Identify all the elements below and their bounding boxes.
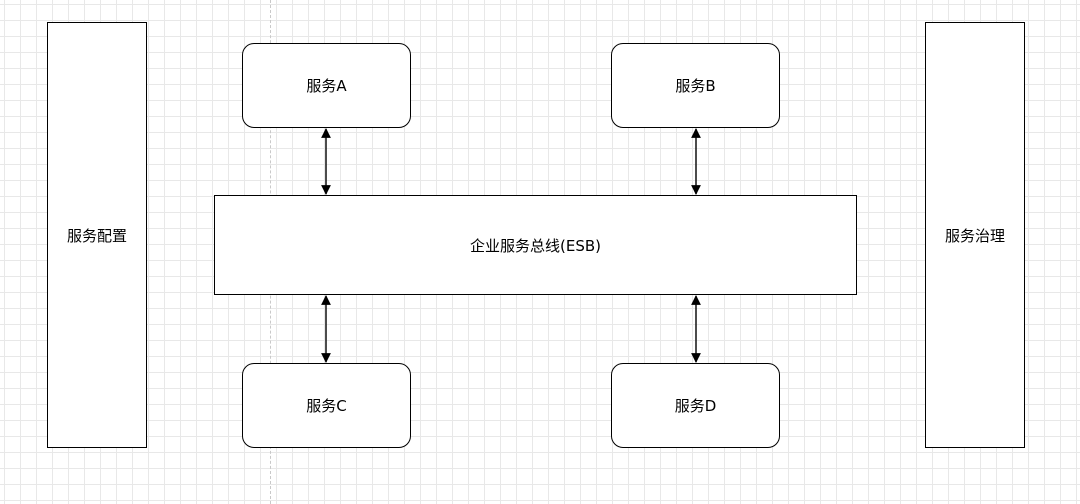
esb-bus-node[interactable]: 企业服务总线(ESB)	[214, 195, 857, 295]
service-c-node[interactable]: 服务C	[242, 363, 411, 448]
service-c-label: 服务C	[306, 397, 347, 415]
service-a-label: 服务A	[306, 77, 347, 95]
service-a-node[interactable]: 服务A	[242, 43, 411, 128]
service-governance-label: 服务治理	[944, 226, 1005, 245]
service-d-label: 服务D	[674, 397, 717, 415]
esb-bus-label: 企业服务总线(ESB)	[470, 236, 601, 255]
service-d-node[interactable]: 服务D	[611, 363, 780, 448]
service-config-panel[interactable]: 服务配置	[47, 22, 147, 448]
service-config-label: 服务配置	[66, 226, 127, 245]
service-governance-panel[interactable]: 服务治理	[925, 22, 1025, 448]
service-b-label: 服务B	[675, 77, 716, 95]
service-b-node[interactable]: 服务B	[611, 43, 780, 128]
